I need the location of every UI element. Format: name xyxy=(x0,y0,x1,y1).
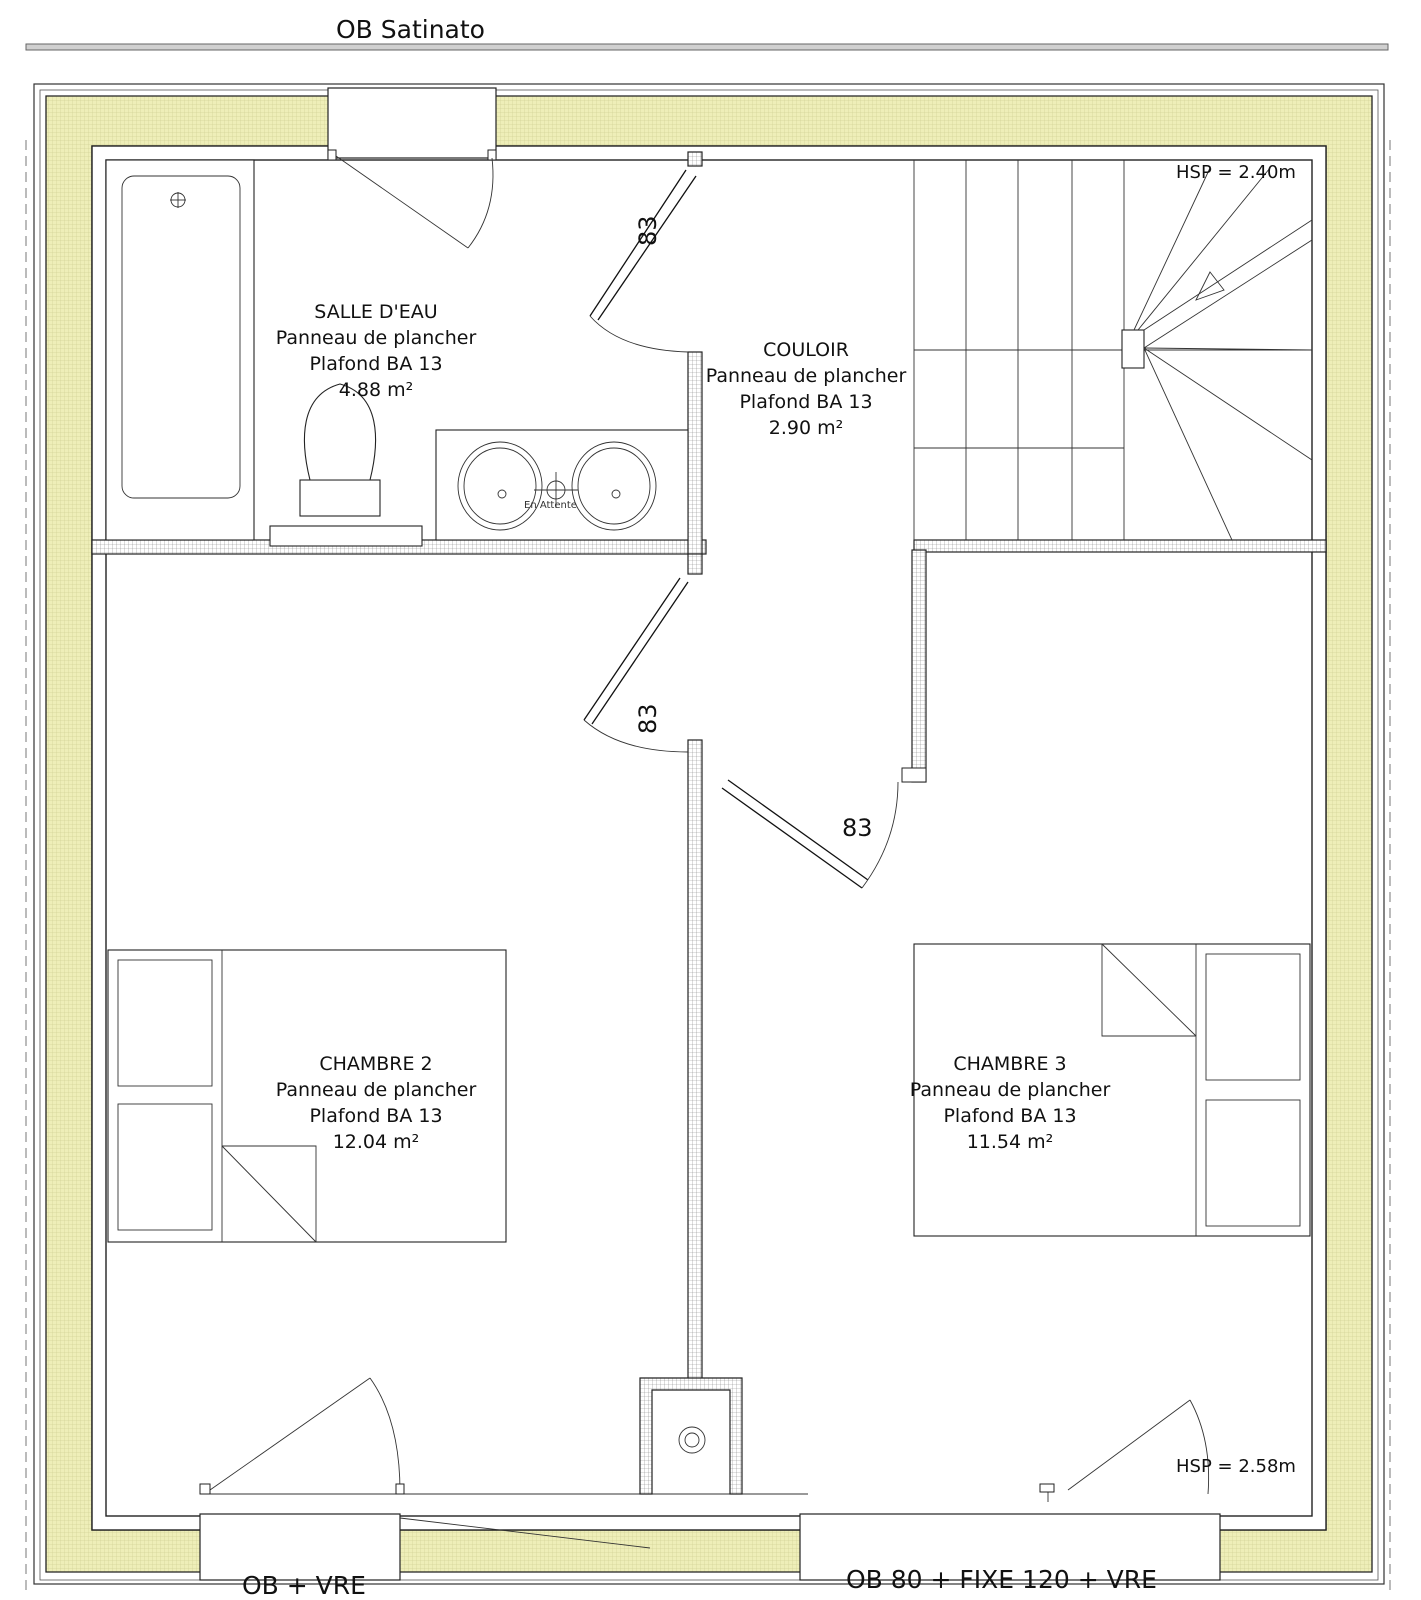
bed-chambre2 xyxy=(107,949,507,1243)
room-boundary xyxy=(105,159,1313,1517)
top-window-opening xyxy=(327,87,497,161)
room-floor: Panneau de plancher xyxy=(276,327,477,349)
fixture-label: En Attente xyxy=(524,500,577,511)
room-area: 2.90 m² xyxy=(769,417,843,439)
room-couloir: COULOIR Panneau de plancher Plafond BA 1… xyxy=(706,339,907,439)
ceiling-height-bottom: HSP = 2.58m xyxy=(1176,1456,1296,1477)
staircase xyxy=(913,160,1313,541)
bottom-left-window-label: OB + VRE xyxy=(242,1571,366,1600)
shower-drain-strip xyxy=(269,525,423,547)
outer-frame xyxy=(25,43,1391,1590)
vent-duct xyxy=(678,1426,706,1454)
vanity xyxy=(435,429,689,541)
room-area: 4.88 m² xyxy=(339,379,413,401)
bottom-right-window-label: OB 80 + FIXE 120 + VRE xyxy=(846,1565,1157,1594)
room-chambre3: CHAMBRE 3 Panneau de plancher Plafond BA… xyxy=(910,1053,1111,1153)
room-name: CHAMBRE 3 xyxy=(953,1053,1066,1075)
room-floor: Panneau de plancher xyxy=(706,365,907,387)
door-chambre2 xyxy=(583,577,689,753)
room-ceiling: Plafond BA 13 xyxy=(943,1105,1076,1127)
door-salle-deau xyxy=(589,169,697,353)
toilet xyxy=(299,383,381,517)
door-top-window xyxy=(335,155,494,249)
room-name: CHAMBRE 2 xyxy=(319,1053,432,1075)
room-area: 12.04 m² xyxy=(333,1131,420,1153)
room-ceiling: Plafond BA 13 xyxy=(309,353,442,375)
room-name: COULOIR xyxy=(763,339,849,361)
room-salle-deau: SALLE D'EAU Panneau de plancher Plafond … xyxy=(276,301,477,401)
door-bottom-right-window xyxy=(1039,1399,1210,1502)
top-window-label: OB Satinato xyxy=(336,15,485,44)
door-bottom-left-window xyxy=(199,1377,405,1495)
room-ceiling: Plafond BA 13 xyxy=(739,391,872,413)
door-chambre3 xyxy=(721,779,899,889)
partitions xyxy=(91,151,1327,1495)
bottom-left-window-opening xyxy=(199,1493,808,1581)
door-width-label: 83 xyxy=(842,814,873,842)
room-floor: Panneau de plancher xyxy=(276,1079,477,1101)
ceiling-height-top: HSP = 2.40m xyxy=(1176,162,1296,183)
door-width-label: 83 xyxy=(634,215,662,246)
room-area: 11.54 m² xyxy=(967,1131,1054,1153)
room-name: SALLE D'EAU xyxy=(314,301,437,323)
room-ceiling: Plafond BA 13 xyxy=(309,1105,442,1127)
bottom-right-window-opening xyxy=(799,1513,1221,1581)
door-width-label: 83 xyxy=(634,703,662,734)
bed-chambre3 xyxy=(913,943,1311,1237)
bathtub xyxy=(105,159,255,541)
room-floor: Panneau de plancher xyxy=(910,1079,1111,1101)
room-chambre2: CHAMBRE 2 Panneau de plancher Plafond BA… xyxy=(276,1053,477,1153)
